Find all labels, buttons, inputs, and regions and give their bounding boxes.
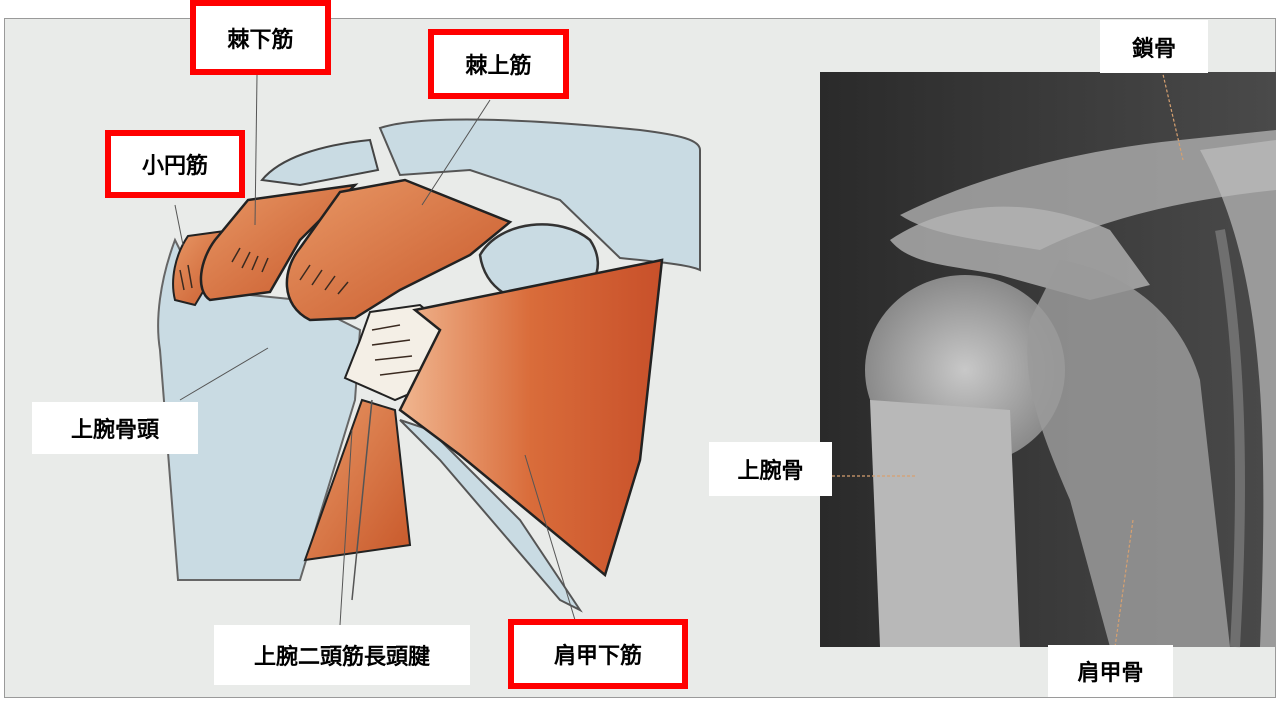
supraspinatus-label: 棘上筋: [428, 29, 569, 99]
clavicle-label: 鎖骨: [1100, 20, 1208, 73]
infraspinatus-label: 棘下筋: [190, 0, 331, 75]
subscapularis-muscle: [400, 260, 662, 575]
humeral-head-label: 上腕骨頭: [32, 402, 198, 454]
xray-humerus-shaft: [870, 400, 1020, 647]
biceps-long-head-tendon-label: 上腕二頭筋長頭腱: [214, 625, 470, 685]
coracoid-bone: [262, 140, 378, 185]
teres-minor-label: 小円筋: [105, 130, 245, 198]
scapula-label: 肩甲骨: [1048, 645, 1173, 697]
humerus-label: 上腕骨: [709, 442, 832, 496]
subscapularis-label: 肩甲下筋: [508, 619, 688, 689]
